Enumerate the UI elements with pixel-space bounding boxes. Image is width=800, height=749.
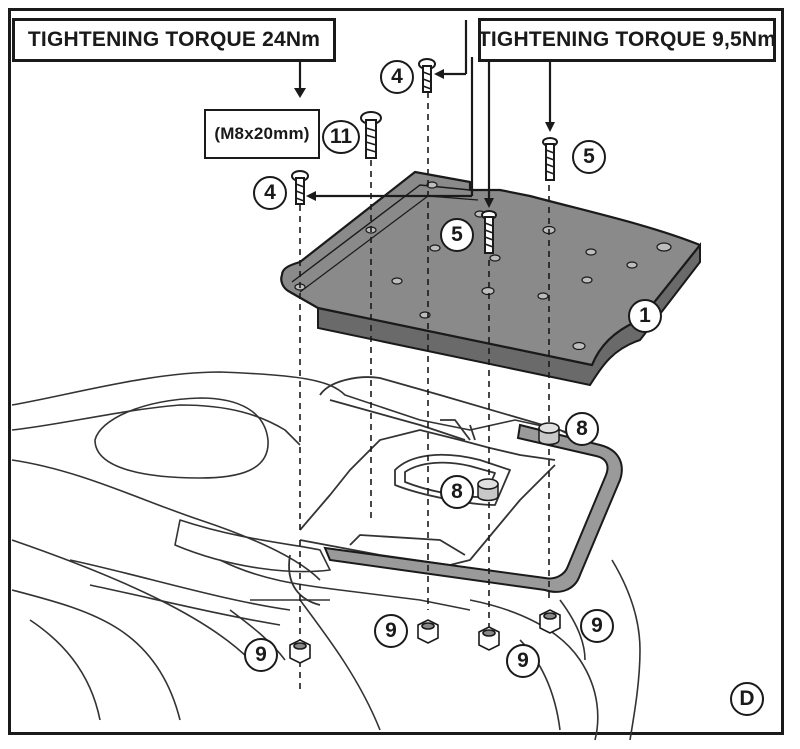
callout-nut-9-right: 9 xyxy=(580,609,614,643)
callout-nut-9-mid-right: 9 xyxy=(506,644,540,678)
leader-arrows xyxy=(298,20,552,200)
callout-nut-9-mid-left: 9 xyxy=(374,614,408,648)
torque-24nm-label: TIGHTENING TORQUE 24Nm xyxy=(12,18,336,62)
screw-5-center xyxy=(481,210,497,254)
tail-outline xyxy=(11,459,321,581)
mounting-plate xyxy=(280,170,702,387)
screw-4-top xyxy=(418,58,436,93)
torque-9-5nm-label: TIGHTENING TORQUE 9,5Nm xyxy=(478,18,776,62)
callout-nut-9-left: 9 xyxy=(244,638,278,672)
bolt-spec-label: (M8x20mm) xyxy=(204,109,320,159)
diagram-frame xyxy=(8,8,784,735)
bolt-11 xyxy=(360,111,382,159)
screw-4-left xyxy=(291,170,309,205)
callout-screw-4-top: 4 xyxy=(380,60,414,94)
callout-plate-1: 1 xyxy=(628,299,662,333)
callout-bolt-11: 11 xyxy=(322,120,360,154)
screw-5-right xyxy=(542,137,558,181)
spacers xyxy=(477,422,560,502)
callout-screw-5-right: 5 xyxy=(572,140,606,174)
callout-spacer-8-center: 8 xyxy=(440,475,474,509)
callout-spacer-8-right: 8 xyxy=(565,412,599,446)
seat-outline xyxy=(11,371,591,441)
screws xyxy=(291,58,558,254)
callout-screw-5-center: 5 xyxy=(440,218,474,252)
callout-screw-4-left: 4 xyxy=(253,176,287,210)
grab-rail xyxy=(323,423,623,593)
panel-letter-d: D xyxy=(730,682,764,716)
rear-rack-frame xyxy=(288,376,591,606)
arrow-heads xyxy=(294,69,555,208)
assembly-guides xyxy=(299,92,550,690)
nuts xyxy=(289,609,561,664)
